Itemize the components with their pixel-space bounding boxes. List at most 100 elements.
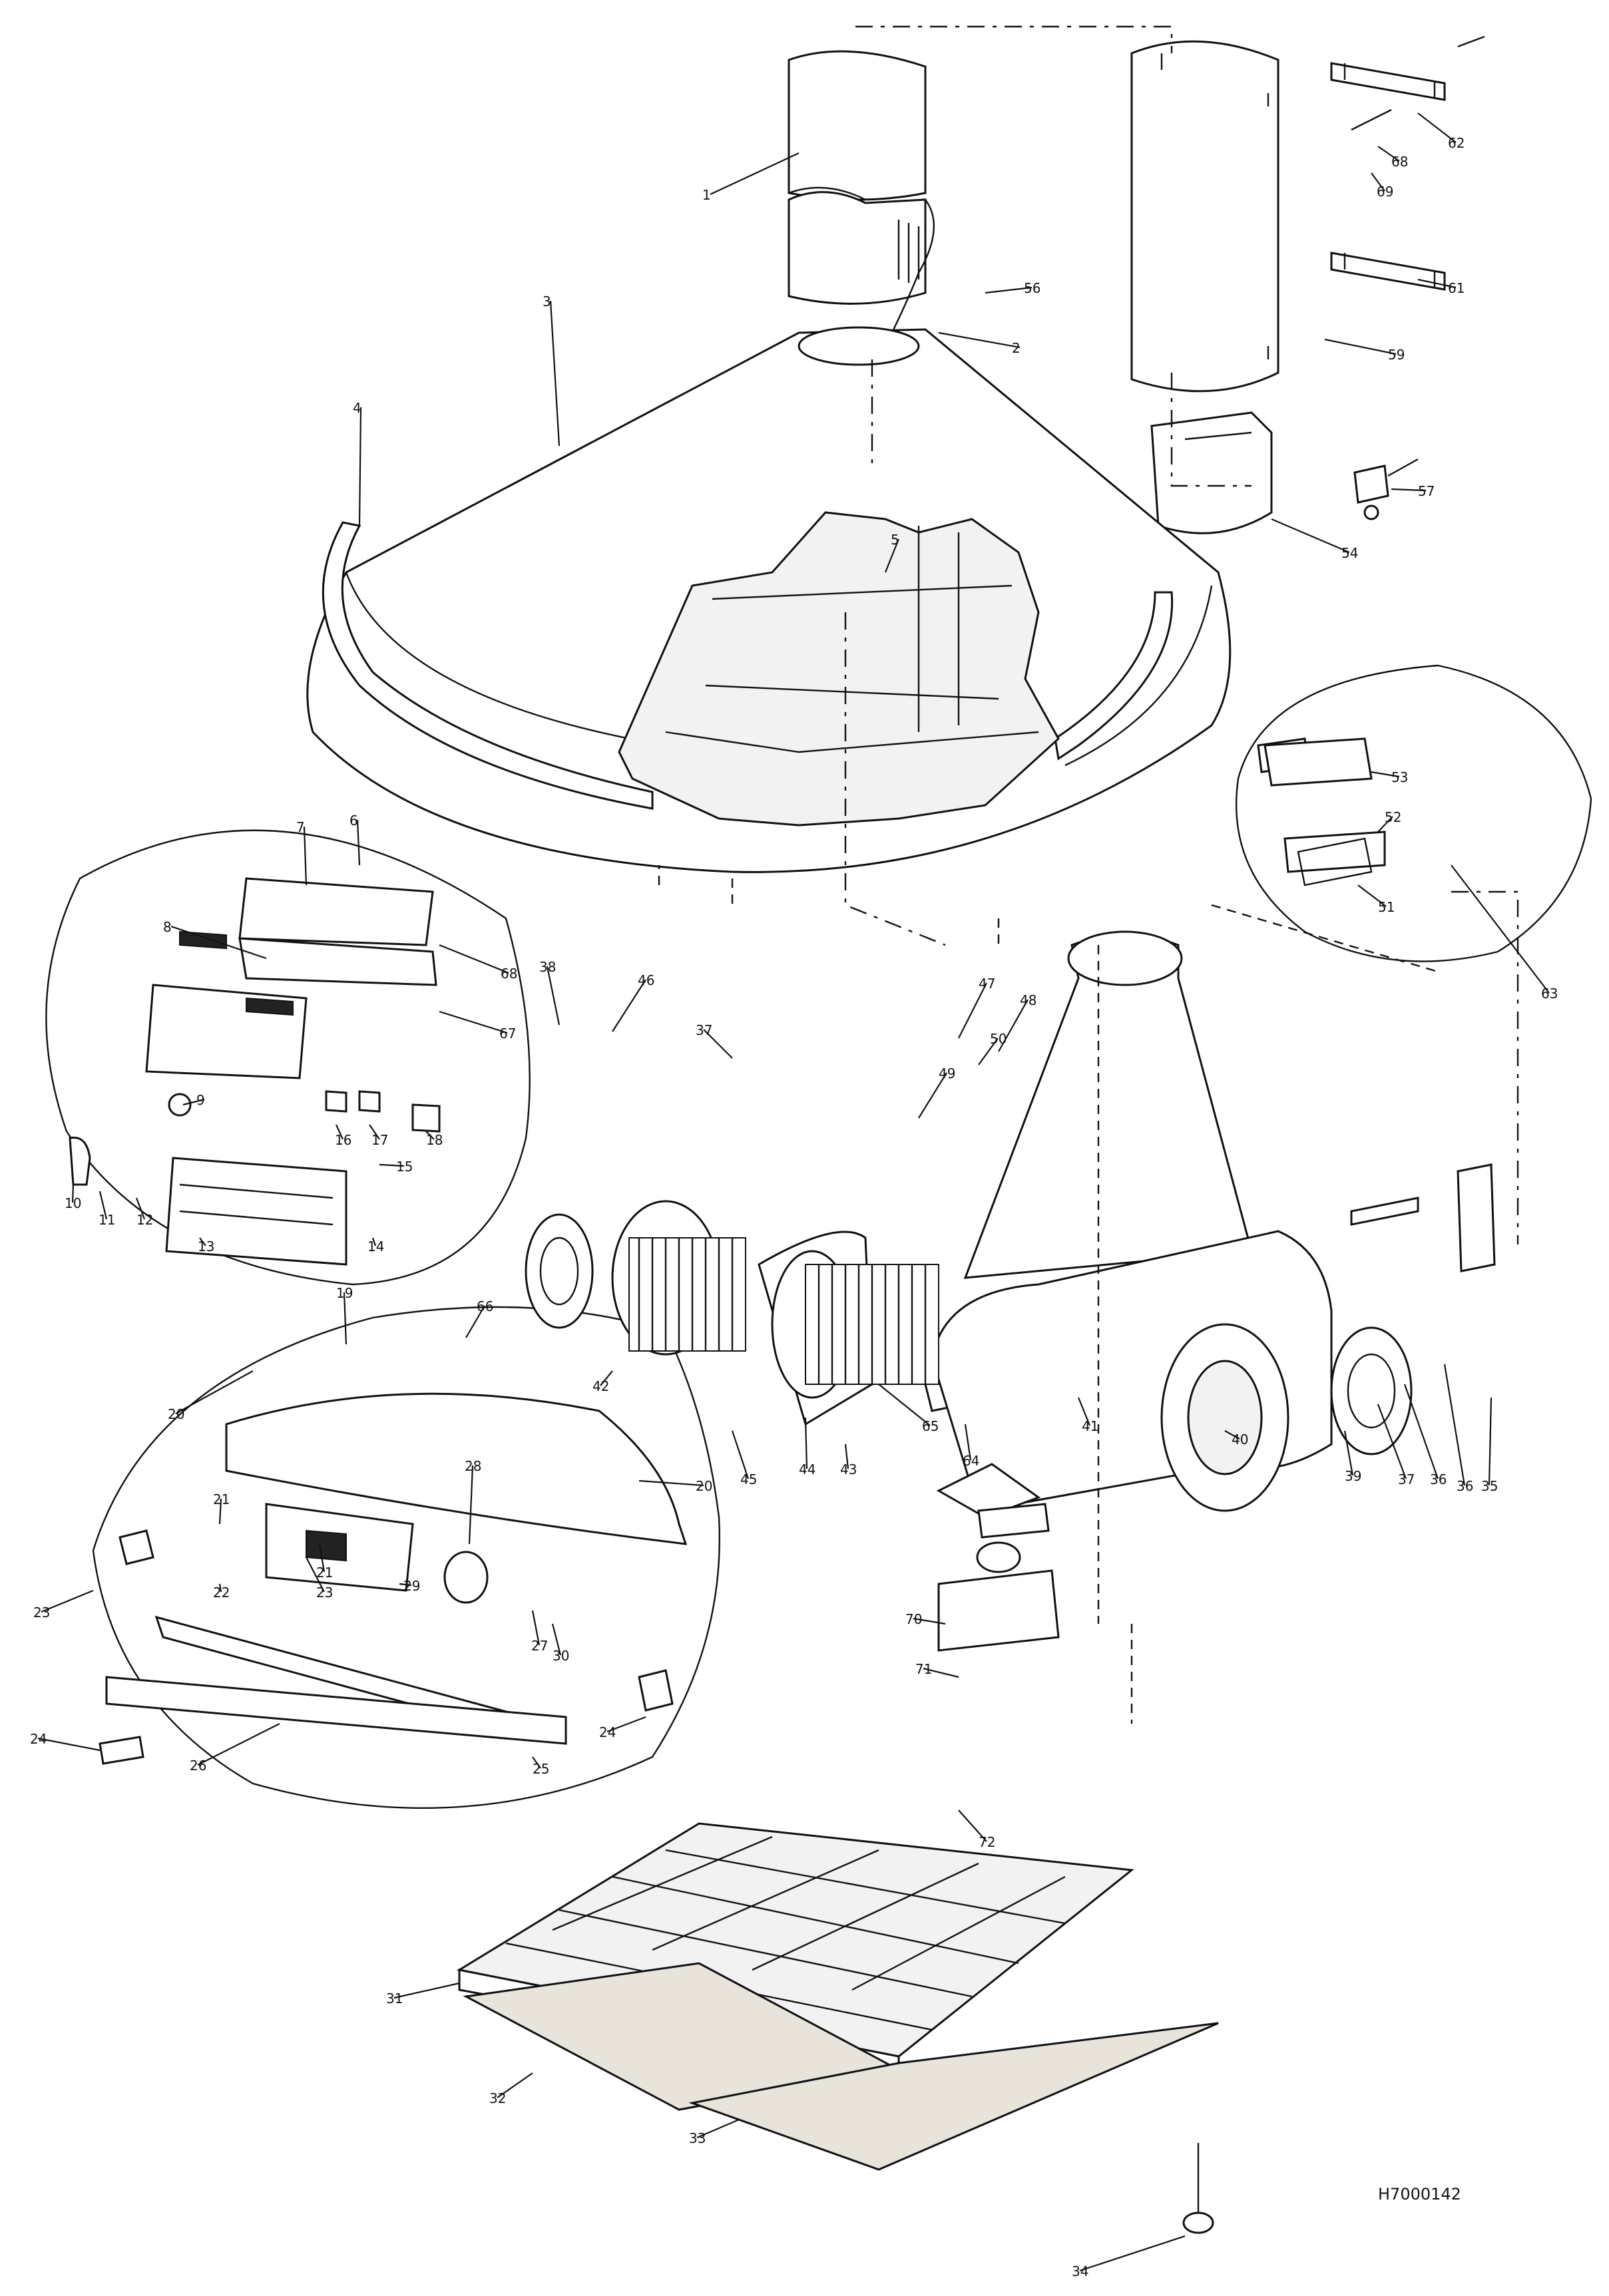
callout-number: 17 xyxy=(371,1132,388,1148)
callout-number: 71 xyxy=(915,1661,932,1677)
leader-line xyxy=(343,1292,347,1345)
callout-number: 16 xyxy=(335,1132,351,1148)
callout-number: 20 xyxy=(168,1406,184,1422)
callout-number: 5 xyxy=(891,532,899,548)
callout-number: 46 xyxy=(638,972,654,988)
blower-assembly xyxy=(525,930,1496,1512)
callout-number: 67 xyxy=(499,1026,516,1042)
leader-line xyxy=(612,979,646,1032)
chimney-upper-cover xyxy=(1130,40,1279,393)
leader-line xyxy=(369,1124,380,1140)
leader-line xyxy=(1391,488,1427,492)
leader-line xyxy=(99,1191,108,1220)
callout-number: 20 xyxy=(696,1478,712,1494)
leader-line xyxy=(958,1810,987,1842)
control-panel-inset xyxy=(45,829,531,1286)
leader-line xyxy=(844,1443,849,1469)
callout-number: 63 xyxy=(1541,986,1558,1002)
leader-line xyxy=(710,152,800,195)
callout-number: 37 xyxy=(1398,1471,1415,1487)
callout-number: 45 xyxy=(740,1471,757,1487)
leader-line xyxy=(37,1737,101,1752)
leader-line xyxy=(532,1756,541,1769)
callout-number: 40 xyxy=(1232,1432,1248,1447)
callout-number: 47 xyxy=(979,976,995,992)
leader-line xyxy=(335,1124,344,1140)
leader-line xyxy=(606,1716,646,1733)
leader-line xyxy=(998,999,1029,1052)
drawing-code: H7000142 xyxy=(1378,2185,1461,2203)
callout-number: 69 xyxy=(1377,184,1393,200)
callout-number: 65 xyxy=(922,1418,939,1434)
callout-number: 43 xyxy=(840,1461,857,1477)
leader-line xyxy=(1224,1430,1240,1439)
leader-line xyxy=(465,1305,485,1338)
callout-number: 56 xyxy=(1024,280,1040,296)
leader-line xyxy=(425,1131,435,1140)
leader-line xyxy=(1357,884,1387,907)
leader-line xyxy=(978,1038,999,1065)
leader-line xyxy=(549,300,561,447)
callout-number: 70 xyxy=(905,1611,922,1627)
leader-line xyxy=(135,1197,146,1220)
chimney-lower-cover xyxy=(788,50,935,347)
callout-number: 2 xyxy=(1012,340,1021,356)
leader-line xyxy=(531,1610,541,1646)
cable-clamp xyxy=(1353,458,1419,520)
callout-number: 52 xyxy=(1385,809,1401,825)
leader-line xyxy=(1443,1364,1466,1486)
callout-number: 31 xyxy=(386,1991,403,2007)
callout-number: 33 xyxy=(689,2130,706,2146)
callout-number: 34 xyxy=(1072,2263,1088,2279)
leader-line xyxy=(218,1498,222,1525)
callout-number: 51 xyxy=(1378,899,1395,915)
leader-line xyxy=(878,1384,931,1426)
centerline xyxy=(658,865,1439,973)
callout-number: 32 xyxy=(489,2090,506,2106)
leader-line xyxy=(218,1583,222,1593)
callout-number: 66 xyxy=(477,1298,493,1314)
leader-line xyxy=(497,2072,533,2098)
leader-line xyxy=(1371,172,1385,192)
callout-number: 6 xyxy=(349,813,358,829)
callout-number: 21 xyxy=(316,1565,333,1581)
leader-line xyxy=(182,1098,205,1106)
leader-line xyxy=(1403,1384,1439,1479)
callout-number: 29 xyxy=(403,1578,420,1594)
leader-line xyxy=(318,1543,326,1573)
callout-number: 37 xyxy=(696,1022,712,1038)
callout-number: 36 xyxy=(1430,1471,1447,1487)
leader-line xyxy=(600,1370,613,1386)
leader-line xyxy=(913,1617,946,1625)
centerline xyxy=(844,373,1519,1244)
callout-number: 49 xyxy=(939,1065,955,1081)
duct-adapter xyxy=(1150,411,1273,534)
leader-line xyxy=(175,1370,254,1414)
callout-number: 10 xyxy=(65,1195,81,1211)
leader-line xyxy=(923,1667,959,1678)
callout-number: 11 xyxy=(99,1212,115,1228)
filter-knob xyxy=(1182,2143,1214,2234)
callout-number: 19 xyxy=(336,1285,353,1301)
leader-line xyxy=(638,1479,704,1487)
leader-line xyxy=(358,407,362,526)
callout-number: 68 xyxy=(501,966,517,982)
leader-line xyxy=(306,1557,325,1593)
hood-interior-cutaway xyxy=(618,511,1060,827)
leader-line xyxy=(1377,146,1400,162)
leader-line xyxy=(1377,1404,1407,1479)
leader-line xyxy=(1343,1430,1354,1476)
leader-line xyxy=(731,1430,750,1479)
leader-line xyxy=(1417,112,1457,143)
callout-number: 64 xyxy=(963,1453,979,1469)
callout-number: 39 xyxy=(1345,1468,1361,1484)
callout-number: 41 xyxy=(1082,1418,1098,1434)
leader-line xyxy=(918,1072,947,1119)
callout-number: 24 xyxy=(30,1731,47,1747)
leader-line xyxy=(938,331,1021,349)
callout-number: 36 xyxy=(1457,1478,1473,1494)
callout-number: 59 xyxy=(1388,347,1405,363)
leader-line xyxy=(468,1465,474,1545)
